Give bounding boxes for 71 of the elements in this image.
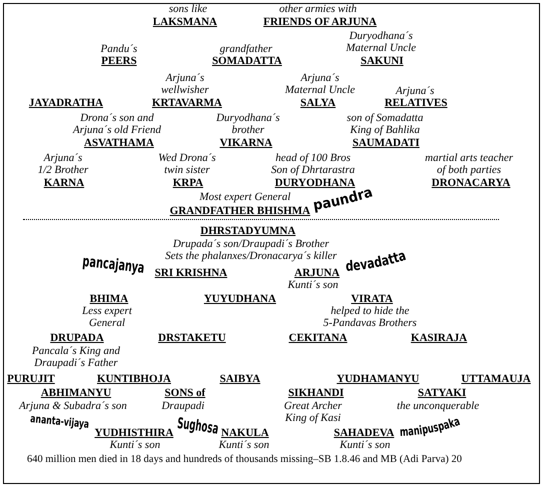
warrior-name: SOMADATTA [212,55,282,67]
description-text: Drona´s son and Arjuna´s old Friend [73,112,161,137]
warrior-name: UTTAMAUJA [461,373,531,385]
warrior-name: GRANDFATHER BHISHMA [170,205,310,217]
footnote-text: 640 million men died in 18 days and hundreds of thousands missing–SB 1.8.46 and MB (Adi Parva) 20 [27,454,462,466]
warrior-name: VIRATA [351,293,393,305]
description-text: Kunti´s son [110,438,160,452]
warrior-name: KRTAVARMA [152,97,222,109]
description-text: Wed Drona´s twin sister [158,152,216,177]
warrior-name: SALYA [300,97,336,109]
description-text: Arjuna´s wellwisher [161,72,209,97]
warrior-name: ABHIMANYU [40,387,112,399]
description-text: Duryodhana´s Maternal Uncle [346,30,416,55]
warrior-name: SIKHANDI [288,387,344,399]
description-text: Arjuna´s 1/2 Brother [38,152,88,177]
conch-name: devadatta [345,247,410,276]
warrior-name: YUYUDHANA [204,293,276,305]
description-text: the unconquerable [396,400,480,412]
warrior-name: ASVATHAMA [84,137,154,149]
description-text: Pancala´s King and Draupadi´s Father [32,344,120,370]
warrior-name: KASIRAJA [410,332,468,344]
warrior-name: VIKARNA [220,137,272,149]
warrior-name: KARNA [44,177,84,189]
description-text: Less expert General [82,304,132,330]
description-text: martial arts teacher of both parties [425,152,513,177]
description-text: Arjuna´s Maternal Uncle [285,72,355,97]
warrior-name: PEERS [101,55,137,67]
description-text: Pandu´s [100,42,138,56]
description-text: Arjuna & Subadra´s son [19,400,127,412]
warrior-name: YUDHAMANYU [336,373,420,385]
warrior-name: SONS of [164,387,206,399]
description-text: Draupadi [162,400,204,412]
warrior-name: SAHADEVA [334,427,394,439]
description-text: Kunti´s son [288,278,338,292]
description-text: Kunti´s son [340,438,390,452]
warrior-name: LAKSMANA [152,16,218,28]
warrior-name: FRIENDS OF ARJUNA [263,16,377,28]
warrior-name: ARJUNA [294,267,340,279]
warrior-name: KRPA [172,177,204,189]
description-text: Great Archer King of Kasi [284,400,342,425]
warrior-name: SAKUNI [360,55,404,67]
warrior-name: KUNTIBHOJA [97,373,171,385]
description-text: Arjuna´s [396,84,434,98]
warrior-name: SAUMADATI [352,137,420,149]
warrior-name: DRONACARYA [432,177,510,189]
warrior-name: BHIMA [90,293,128,305]
warrior-name: PURUJIT [7,373,55,385]
warrior-name: DRSTAKETU [158,332,226,344]
warrior-name: DURYODHANA [274,177,356,189]
description-text: Drupada´s son/Draupadi´s Brother Sets the phalanxes/Dronacarya´s killer [165,238,337,263]
description-text: grandfather [220,42,272,56]
description-text: Duryodhana´s brother [216,112,280,137]
conch-name: ananta-vijaya [30,412,92,432]
description-text: Most expert General [199,190,291,204]
description-text: head of 100 Bros Son of Dhrtarastra [271,152,355,177]
warrior-name: RELATIVES [384,97,448,109]
description-text: other armies with [279,2,357,16]
conch-name: manipuspaka [399,413,464,440]
warrior-name: JAYADRATHA [28,97,104,109]
warrior-name: YUDHISTHIRA [94,427,174,439]
warrior-name: CEKITANA [288,332,348,344]
warrior-name: SATYAKI [418,387,466,399]
description-text: helped to hide the 5-Pandavas Brothers [323,304,417,330]
description-text: son of Somadatta King of Bahlika [346,112,424,137]
warrior-name: SRI KRISHNA [154,267,228,279]
warrior-name: DRUPADA [50,332,104,344]
description-text: Kunti´s son [218,438,270,452]
conch-name: pancajanya [82,252,150,278]
description-text: sons like [168,2,208,16]
warrior-name: SAIBYA [220,373,260,385]
warrior-name: DHRSTADYUMNA [200,225,296,237]
